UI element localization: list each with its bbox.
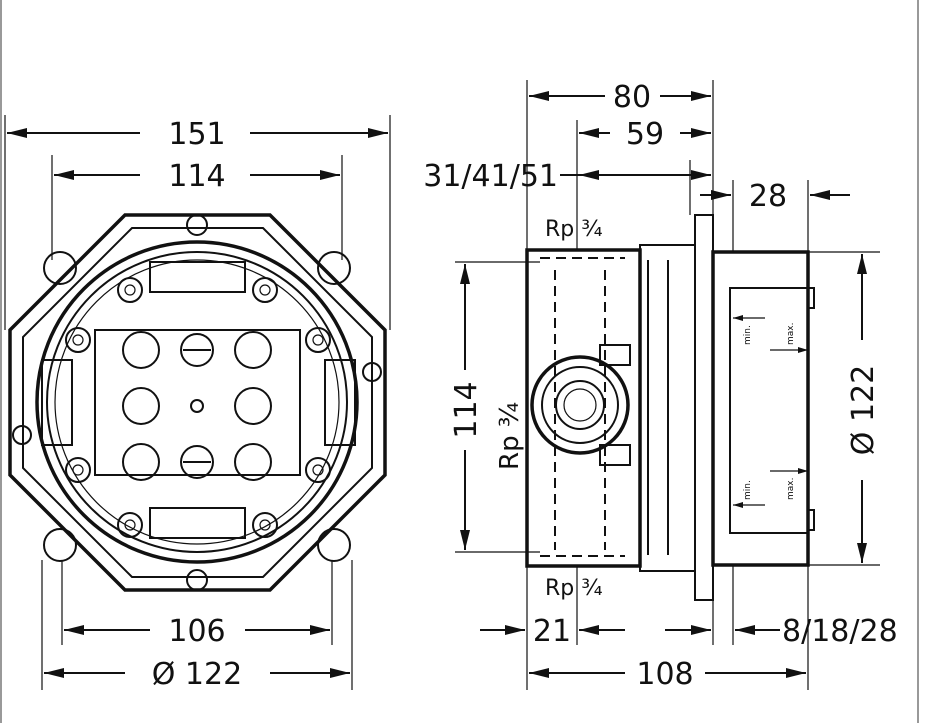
dim-114-label: 114 <box>168 159 225 194</box>
dim-114: 114 <box>51 155 343 260</box>
dim-106: 106 <box>61 560 333 649</box>
dim-106-label: 106 <box>168 614 225 649</box>
dim-8-18-28-label: 8/18/28 <box>782 614 898 649</box>
housing-outline <box>8 213 387 592</box>
port-grid <box>122 331 272 481</box>
min-label-bottom: min. <box>743 480 753 500</box>
dim-21: 21 <box>480 614 625 649</box>
dim-59-label: 59 <box>626 117 664 152</box>
dim-59: 59 <box>579 117 711 152</box>
dim-28: 28 <box>700 179 850 214</box>
front-view: 151 114 106 Ø 122 <box>4 115 391 692</box>
dim-diameter-122-side-label: Ø 122 <box>846 365 881 455</box>
dim-151: 151 <box>4 115 391 330</box>
body-outline <box>525 214 815 601</box>
dim-diameter-122-side: Ø 122 <box>846 254 881 563</box>
dim-108: 108 <box>529 657 806 692</box>
min-label-top: min. <box>743 325 753 345</box>
dim-diameter-122: Ø 122 <box>41 560 353 692</box>
dim-80-label: 80 <box>613 80 651 115</box>
thread-top-label: Rp ¾ <box>545 217 603 242</box>
dim-21-label: 21 <box>533 614 571 649</box>
dim-31-41-51-label: 31/41/51 <box>423 159 558 194</box>
min-max-marks: min. max. max. min. <box>733 315 808 508</box>
thread-side-label: Rp ¾ <box>495 402 525 470</box>
thread-bottom-label: Rp ¾ <box>545 576 603 601</box>
dim-80: 80 <box>529 80 711 115</box>
dim-151-label: 151 <box>168 117 225 152</box>
max-label-bottom: max. <box>786 478 796 500</box>
dim-28-label: 28 <box>749 179 787 214</box>
side-view: min. max. max. min. Rp ¾ Rp ¾ Rp ¾ 80 <box>423 80 898 692</box>
dim-height-114: 114 <box>449 264 484 550</box>
dim-height-114-label: 114 <box>449 381 484 438</box>
dim-diameter-122-label: Ø 122 <box>152 657 242 692</box>
dim-31-41-51: 31/41/51 <box>423 159 711 215</box>
dim-8-18-28: 8/18/28 <box>665 614 898 649</box>
max-label-top: max. <box>786 323 796 345</box>
dim-108-label: 108 <box>636 657 693 692</box>
